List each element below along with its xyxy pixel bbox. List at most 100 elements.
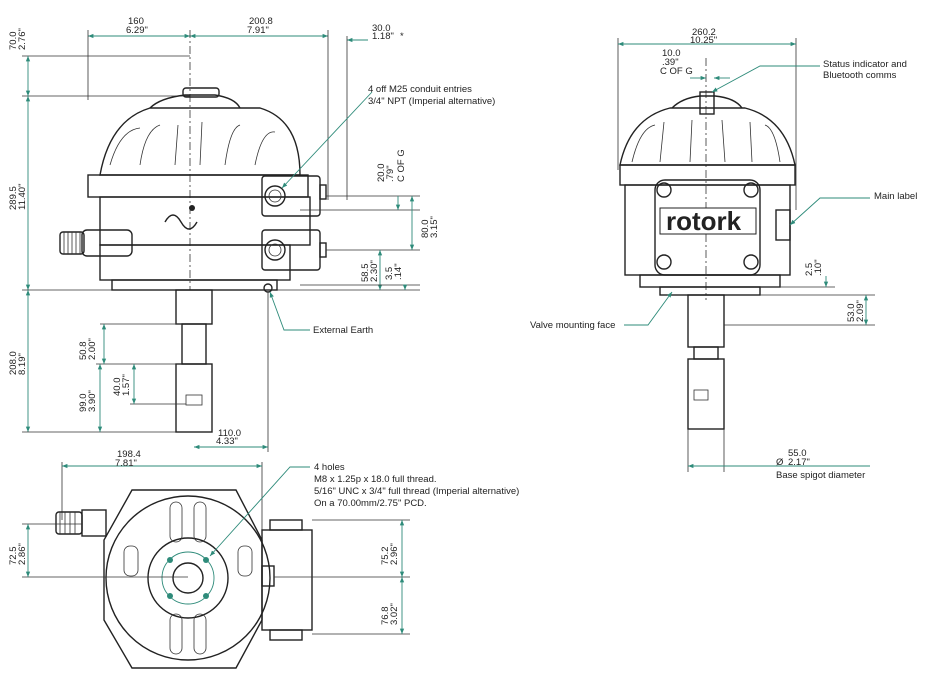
spigot-upper (175, 289, 213, 325)
front-dim-55-mm: 55.0 (788, 448, 807, 459)
dim-58-mm: 58.5 (360, 264, 371, 283)
bottom-dim-75-in: 2.96" (389, 543, 400, 565)
note-earth: External Earth (313, 325, 373, 336)
dim-70-mm: 70.0 (8, 32, 19, 51)
side-view: 160 6.29" 200.8 7.91" 30.0 1.18" * 70.0 … (8, 16, 495, 452)
dim-110-mm: 110.0 (218, 428, 241, 439)
dim-50-in: 2.00" (87, 338, 98, 360)
bottom-inner-ring (147, 537, 229, 619)
conduit-stub-lower (319, 242, 327, 258)
dim-cofg-label: C OF G (396, 149, 407, 182)
conduit-entry-lower (264, 239, 286, 261)
dim-289-mm: 289.5 (8, 186, 19, 210)
top-cap (149, 94, 241, 109)
bottom-dim-72-in: 2.86" (17, 543, 28, 565)
bottom-knob-icon (55, 511, 83, 535)
note-valve-face: Valve mounting face (530, 320, 615, 331)
bottom-view: 198.4 7.81" 72.5 2.86" 75.2 (8, 449, 519, 669)
front-spigot-upper (687, 294, 725, 348)
dim-160-in: 6.29" (126, 25, 148, 36)
rotork-brand: rotork (666, 206, 742, 236)
local-control-housing (81, 229, 133, 257)
front-dim-cofg: C OF G (660, 66, 693, 77)
bottom-earth-stud (261, 565, 275, 587)
bottom-dim-76-in: 3.02" (389, 603, 400, 625)
mounting-hole-icon (167, 557, 173, 563)
dim-289-in: 11.40" (17, 184, 28, 210)
conduit-block-lower (261, 229, 321, 271)
front-dim-2-in: .10" (813, 259, 824, 276)
dim-80-in: 3.15" (429, 216, 440, 238)
dim-58-in: 2.30" (369, 260, 380, 282)
bottom-outer-ring (105, 495, 271, 661)
note-holes-3: 5/16" UNC x 3/4" full thread (Imperial a… (314, 486, 519, 497)
dim-110-in: 4.33" (216, 436, 238, 447)
front-dim-10-in: .39" (662, 57, 679, 68)
status-indicator (182, 87, 220, 98)
bottom-dim-76-mm: 76.8 (380, 607, 391, 626)
conduit-stub-upper (319, 184, 327, 200)
dim-40-in: 1.57" (121, 374, 132, 396)
dim-30-in: 1.18" (372, 31, 394, 42)
spigot-coupling (175, 363, 213, 433)
dim-200-mm: 200.8 (249, 16, 273, 27)
dim-160-mm: 160 (128, 16, 144, 27)
dim-40-mm: 40.0 (112, 378, 123, 397)
bottom-dim-72-mm: 72.5 (8, 547, 19, 566)
front-dim-260-in: 10.25" (690, 35, 717, 46)
front-view: 260.2 10.25" 10.0 .39" C OF G rotork 2.5… (530, 27, 917, 481)
dim-50-mm: 50.8 (78, 342, 89, 361)
note-holes-2: M8 x 1.25p x 18.0 full thread. (314, 474, 437, 485)
front-dim-260-mm: 260.2 (692, 27, 716, 38)
note-main-label: Main label (874, 191, 917, 202)
conduit-entry-upper (264, 185, 286, 207)
rotork-logo-icon (164, 214, 198, 230)
note-status-2: Bluetooth comms (823, 70, 897, 81)
bottom-knob-housing (81, 509, 107, 537)
dim-70-in: 2.76" (17, 28, 28, 50)
main-label-plate (775, 209, 791, 241)
front-cover (619, 107, 796, 166)
front-dim-55-in: 2.17" (788, 457, 810, 468)
dim-20-in: .79" (385, 165, 396, 182)
bottom-dim-198-in: 7.81" (115, 458, 137, 469)
dim-3-in: .14" (393, 263, 404, 280)
note-conduit-2: 3/4" NPT (Imperial alternative) (368, 96, 495, 107)
bottom-housing (103, 489, 263, 669)
note-status-1: Status indicator and (823, 59, 907, 70)
bottom-bore (172, 562, 204, 594)
bottom-dim-75-mm: 75.2 (380, 547, 391, 566)
note-holes-4: On a 70.00mm/2.75" PCD. (314, 498, 427, 509)
front-dim-10-mm: 10.0 (662, 48, 681, 59)
front-flange (659, 286, 761, 296)
dim-30-mark: * (400, 31, 404, 42)
dim-20-mm: 20.0 (376, 164, 387, 183)
base-flange (111, 279, 278, 291)
dim-99-in: 3.90" (87, 390, 98, 412)
front-dim-2-mm: 2.5 (804, 263, 815, 276)
dim-30-mm: 30.0 (372, 23, 391, 34)
front-band (619, 164, 796, 186)
front-dim-55-prefix: Ø (776, 457, 784, 468)
dim-208-in: 8.19" (17, 353, 28, 375)
dim-200-in: 7.91" (247, 25, 269, 36)
dim-99-mm: 99.0 (78, 394, 89, 413)
note-holes-1: 4 holes (314, 462, 345, 473)
earth-terminal-icon (263, 283, 273, 293)
front-status-indicator (699, 91, 715, 115)
front-dim-53-mm: 53.0 (846, 304, 857, 323)
note-conduit-1: 4 off M25 conduit entries (368, 84, 472, 95)
dim-80-mm: 80.0 (420, 220, 431, 239)
front-dim-53-in: 2.09" (855, 300, 866, 322)
front-spigot-coupling (687, 358, 725, 430)
dim-3-mm: 3.5 (384, 267, 395, 280)
cofg-marker-icon (189, 205, 195, 211)
note-spigot: Base spigot diameter (776, 470, 865, 481)
dim-208-mm: 208.0 (8, 351, 19, 375)
front-gearbox (639, 274, 781, 288)
spigot-shaft (181, 323, 207, 365)
bottom-dim-198-mm: 198.4 (117, 449, 141, 460)
cover-dome (99, 107, 301, 176)
